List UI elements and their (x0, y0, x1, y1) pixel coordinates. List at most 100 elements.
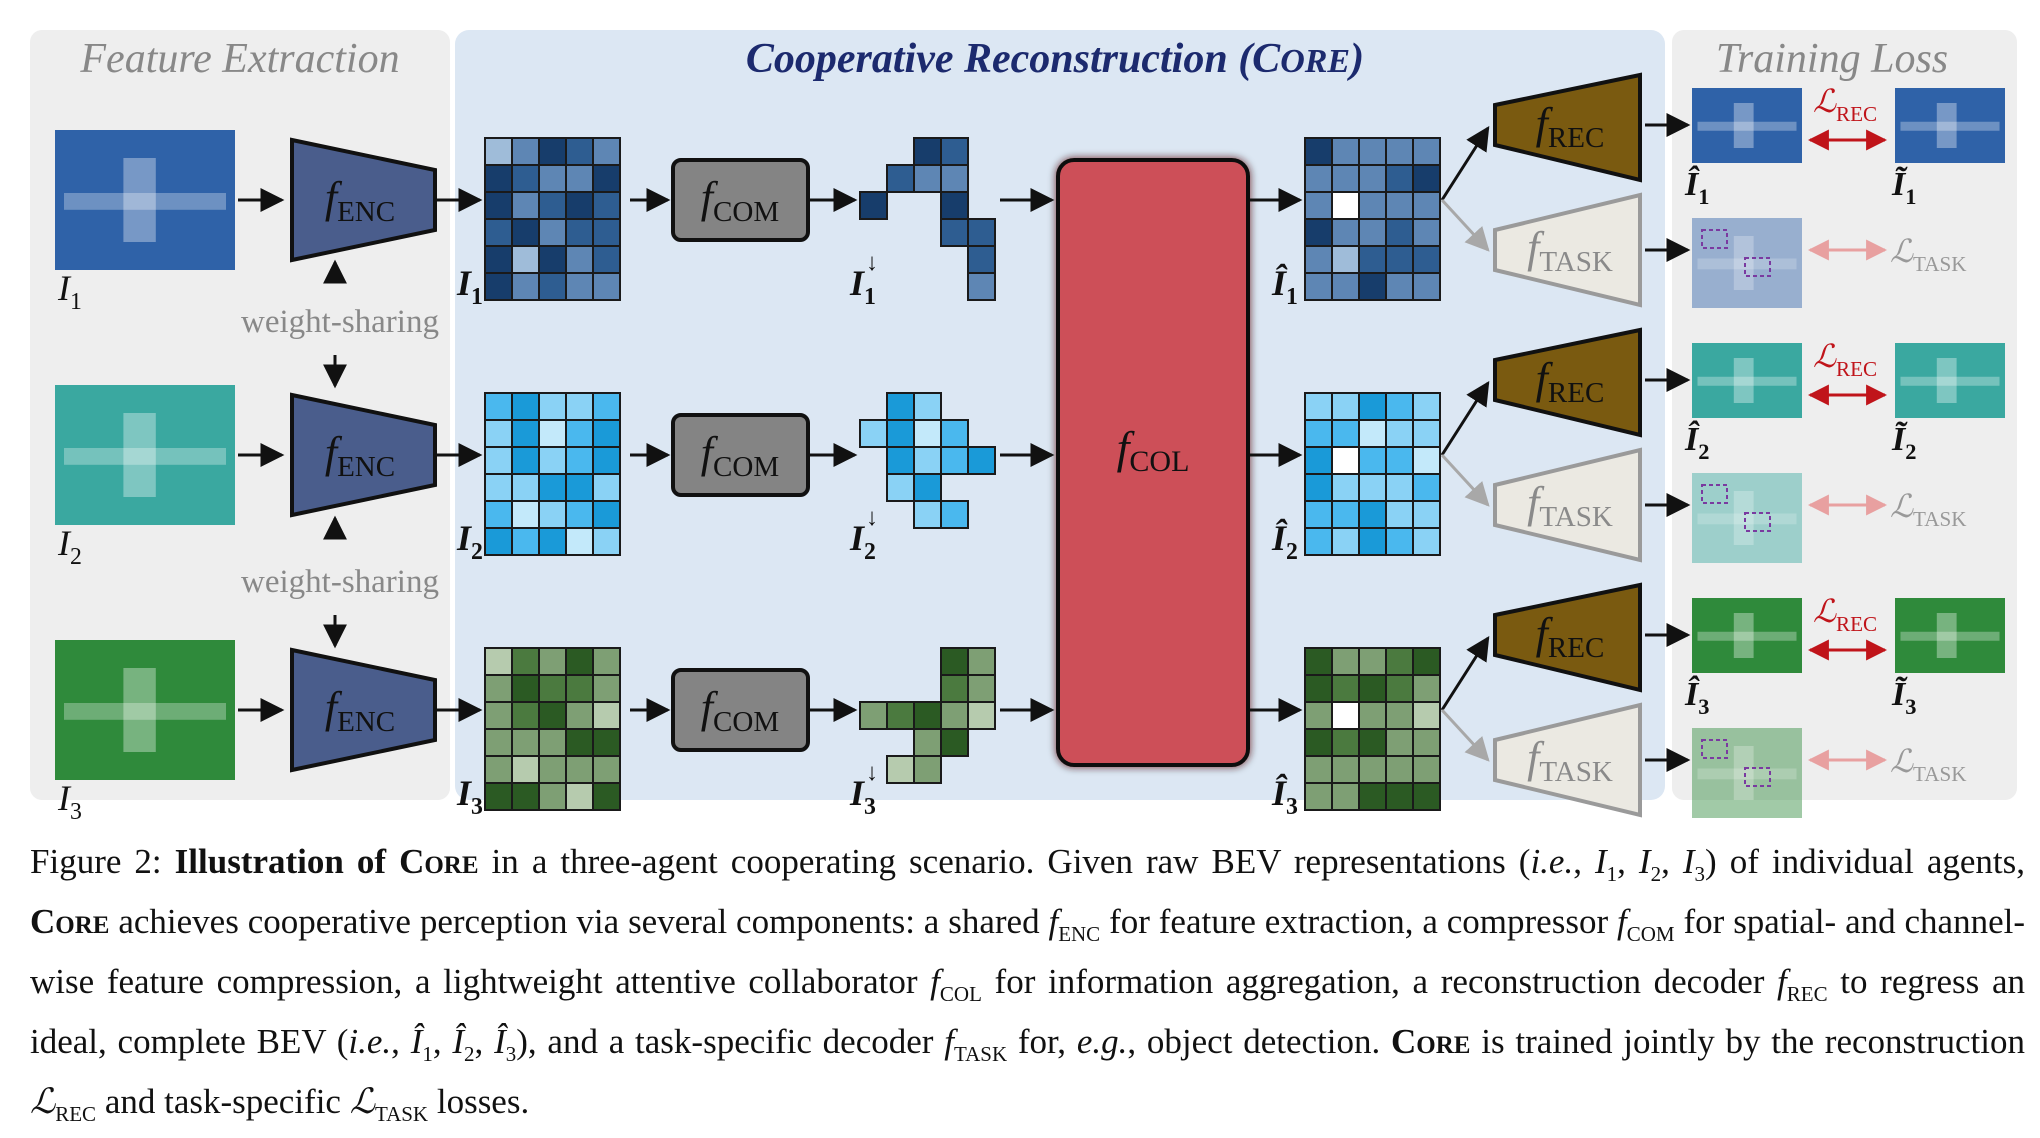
recon-grid-1-cell (1331, 164, 1360, 193)
ltask-label-2: ℒTASK (1890, 488, 1967, 531)
recon-grid-3-cell (1304, 701, 1333, 730)
recon-grid-3-cell (1385, 647, 1414, 676)
feature-grid-1-cell (565, 164, 594, 193)
recon-grid-2-cell (1304, 527, 1333, 556)
compressed-grid-3-cell (967, 647, 996, 676)
feature-grid-1-cell (511, 191, 540, 220)
recon-grid-2-cell (1385, 446, 1414, 475)
recon-grid-3-cell (1331, 755, 1360, 784)
feature-label-2: I2 (456, 518, 483, 565)
feature-grid-3-cell (592, 782, 621, 811)
detection-box (1701, 739, 1728, 759)
feature-grid-3-cell (565, 728, 594, 757)
feature-grid-2-cell (592, 500, 621, 529)
recon-grid-2-cell (1412, 419, 1441, 448)
recon-grid-3-cell (1331, 728, 1360, 757)
compressed-grid-3-cell (967, 674, 996, 703)
feature-grid-2-cell (484, 446, 513, 475)
feature-grid-3-cell (565, 647, 594, 676)
compressed-grid-1-cell (940, 218, 969, 247)
lrec-label-3: ℒREC (1813, 593, 1877, 636)
recon-grid-3-cell (1358, 701, 1387, 730)
recon-grid-3-cell (1331, 647, 1360, 676)
recon-grid-1-cell (1358, 191, 1387, 220)
compressed-grid-1-cell (967, 272, 996, 301)
weight-sharing-label-2: weight-sharing (241, 564, 439, 600)
task-output-image-3-road (1697, 768, 1797, 780)
target-image-3-road (1900, 631, 2000, 641)
input-bev-image-2-road (123, 413, 156, 497)
recon-grid-3-cell (1304, 782, 1333, 811)
recon-output-image-3-road (1697, 631, 1797, 641)
feature-grid-3-cell (484, 782, 513, 811)
recon-grid-highlight (1331, 446, 1360, 475)
feature-grid-1-cell (538, 137, 567, 166)
weight-sharing-label-1: weight-sharing (241, 304, 439, 340)
ftask-module-3 (1493, 702, 1642, 818)
feature-grid-3-cell (511, 782, 540, 811)
fcom-label-2: fCOM (701, 428, 779, 483)
fenc-label-1: fENC (325, 173, 395, 228)
recon-grid-3-cell (1412, 647, 1441, 676)
recon-grid-1-cell (1331, 218, 1360, 247)
recon-grid-3-cell (1358, 728, 1387, 757)
feature-grid-3-cell (592, 755, 621, 784)
input-bev-image-1 (55, 130, 235, 270)
recon-grid-1-cell (1358, 272, 1387, 301)
task-output-image-3 (1692, 728, 1802, 818)
recon-output-image-1 (1692, 88, 1802, 163)
feature-grid-2-cell (484, 392, 513, 421)
feature-grid-2-cell (511, 527, 540, 556)
recon-grid-1-cell (1331, 245, 1360, 274)
feature-grid-3-cell (484, 755, 513, 784)
feature-grid-3-cell (538, 647, 567, 676)
feature-grid-2-cell (538, 527, 567, 556)
target-label-1: Ĩ1 (1891, 166, 1916, 209)
recon-grid-3-cell (1304, 728, 1333, 757)
recon-grid-1-cell (1412, 272, 1441, 301)
recon-output-image-2 (1692, 343, 1802, 418)
recon-grid-1-cell (1331, 137, 1360, 166)
recon-grid-3-cell (1358, 782, 1387, 811)
feature-grid-1-cell (592, 164, 621, 193)
feature-grid-3-cell (538, 782, 567, 811)
downsample-arrow: ↓ (866, 760, 878, 786)
feature-grid-1-cell (592, 191, 621, 220)
feature-grid-2-cell (565, 446, 594, 475)
recon-grid-1-cell (1358, 218, 1387, 247)
feature-grid-2-cell (484, 527, 513, 556)
recon-grid-3-cell (1304, 755, 1333, 784)
compressed-label-3: I3 (849, 773, 876, 820)
task-output-image-1 (1692, 218, 1802, 308)
feature-grid-3-cell (538, 674, 567, 703)
recon-grid-1-cell (1358, 137, 1387, 166)
feature-grid-1-cell (592, 218, 621, 247)
compressed-grid-2-cell (886, 419, 915, 448)
compressed-grid-3-cell (886, 701, 915, 730)
recon-grid-3-cell (1331, 674, 1360, 703)
target-label-2: Ĩ2 (1891, 421, 1916, 464)
input-bev-image-1-road (123, 158, 156, 242)
recon-grid-2-cell (1304, 473, 1333, 502)
recon-grid-2-cell (1385, 419, 1414, 448)
compressed-grid-2-cell (913, 392, 942, 421)
feature-grid-3-cell (511, 674, 540, 703)
feature-grid-2-cell (592, 392, 621, 421)
target-image-1 (1895, 88, 2005, 163)
core-architecture-diagram: Feature Extraction Cooperative Reconstru… (30, 30, 2017, 825)
feature-grid-3-cell (511, 755, 540, 784)
recon-grid-2-cell (1331, 392, 1360, 421)
compressed-grid-3-cell (940, 674, 969, 703)
training-loss-title: Training Loss (1716, 36, 1948, 82)
arrow-to-frec (1440, 125, 1490, 201)
feature-grid-3-cell (511, 728, 540, 757)
feature-grid-2-cell (565, 419, 594, 448)
feature-grid-1-cell (538, 218, 567, 247)
recon-grid-3-cell (1358, 647, 1387, 676)
feature-grid-3-cell (565, 755, 594, 784)
feature-grid-2-cell (511, 500, 540, 529)
recon-grid-3-cell (1385, 701, 1414, 730)
recon-grid-1-cell (1304, 191, 1333, 220)
compressed-grid-1-cell (940, 164, 969, 193)
task-output-image-2 (1692, 473, 1802, 563)
